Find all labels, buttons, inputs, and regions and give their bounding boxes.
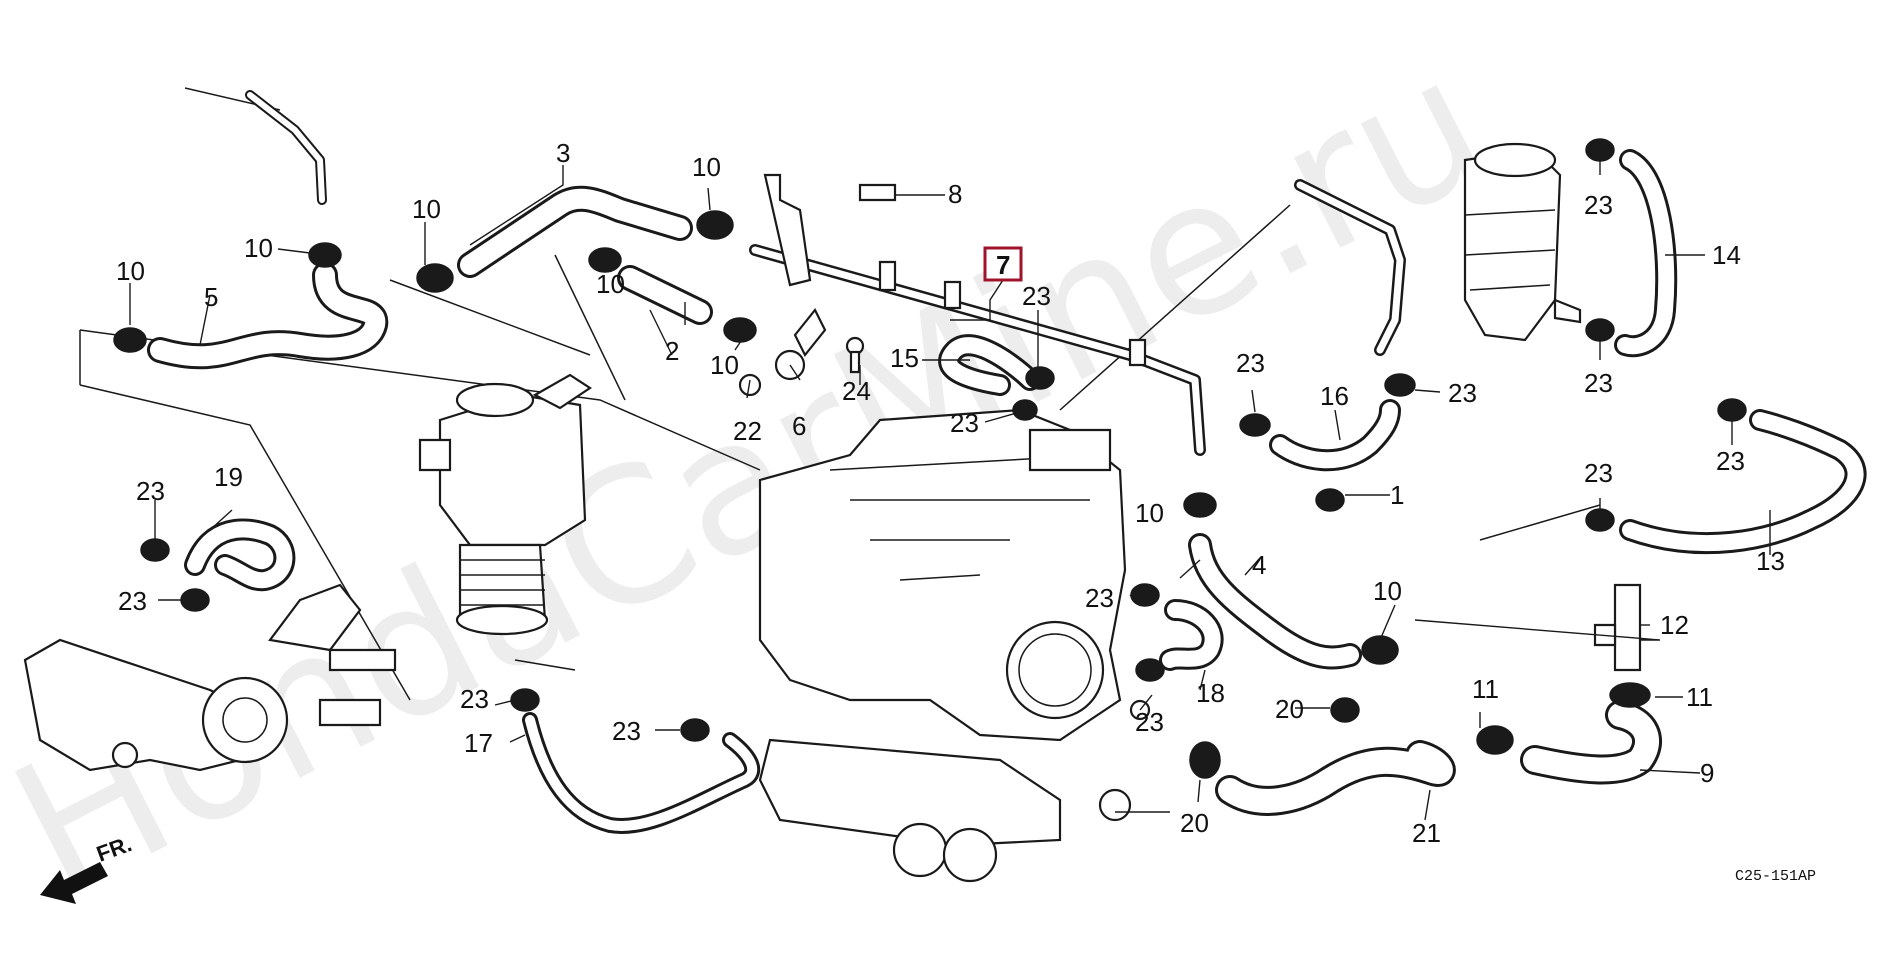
callout-23-m: 23	[460, 684, 489, 714]
front-arrow-icon	[40, 862, 108, 904]
callout-5: 5	[204, 282, 218, 312]
callout-10-c: 10	[116, 256, 145, 286]
callout-10-b: 10	[244, 233, 273, 263]
callout-23-g: 23	[1716, 446, 1745, 476]
callout-9: 9	[1700, 758, 1714, 788]
thermostat-housing	[23, 583, 397, 772]
diagram-code: C25-151AP	[1735, 868, 1816, 885]
callout-22: 22	[733, 416, 762, 446]
callout-2: 2	[665, 336, 679, 366]
callout-8: 8	[948, 179, 962, 209]
callout-6: 6	[792, 411, 806, 441]
callout-23-c: 23	[1236, 348, 1265, 378]
hoses	[147, 90, 1867, 834]
callout-21: 21	[1412, 818, 1441, 848]
engine-block	[758, 408, 1132, 883]
callout-4: 4	[1252, 550, 1266, 580]
callout-14: 14	[1712, 240, 1741, 270]
callout-1: 1	[1390, 480, 1404, 510]
callout-10-g: 10	[1135, 498, 1164, 528]
callout-10-d: 10	[692, 152, 721, 182]
callout-24: 24	[842, 376, 871, 406]
pipe-7	[749, 244, 1206, 456]
callout-19: 19	[214, 462, 243, 492]
callout-23-k: 23	[1085, 583, 1114, 613]
hose-clamps	[113, 138, 1747, 779]
callout-23-d: 23	[1448, 378, 1477, 408]
air-control-valve	[1463, 142, 1582, 342]
callout-23-n: 23	[612, 716, 641, 746]
callout-17: 17	[464, 728, 493, 758]
callout-3: 3	[556, 138, 570, 168]
callout-10-e: 10	[596, 269, 625, 299]
callout-12: 12	[1660, 610, 1689, 640]
callouts: 3 10 10 10 10 10 10 10 10 8 7 5 2 22 6 2…	[116, 138, 1785, 848]
leader-lines	[129, 160, 1771, 821]
callout-20-a: 20	[1275, 694, 1304, 724]
callout-23-a: 23	[1022, 281, 1051, 311]
callout-10-a: 10	[412, 194, 441, 224]
callout-10-f: 10	[710, 350, 739, 380]
callout-20-b: 20	[1180, 808, 1209, 838]
callout-7-highlight-box	[983, 246, 1023, 282]
callout-13: 13	[1756, 546, 1785, 576]
canister-assembly	[418, 373, 593, 636]
callout-10-h: 10	[1373, 576, 1402, 606]
callout-7: 7	[996, 250, 1010, 280]
callout-23-l: 23	[1135, 707, 1164, 737]
callout-23-h: 23	[1584, 458, 1613, 488]
callout-23-b: 23	[950, 408, 979, 438]
callout-23-f: 23	[1584, 368, 1613, 398]
callout-15: 15	[890, 343, 919, 373]
callout-23-j: 23	[118, 586, 147, 616]
callout-11-a: 11	[1472, 674, 1499, 704]
callout-11-b: 11	[1686, 682, 1713, 712]
callout-23-e: 23	[1584, 190, 1613, 220]
callout-16: 16	[1320, 381, 1349, 411]
callout-18: 18	[1196, 678, 1225, 708]
callout-23-i: 23	[136, 476, 165, 506]
